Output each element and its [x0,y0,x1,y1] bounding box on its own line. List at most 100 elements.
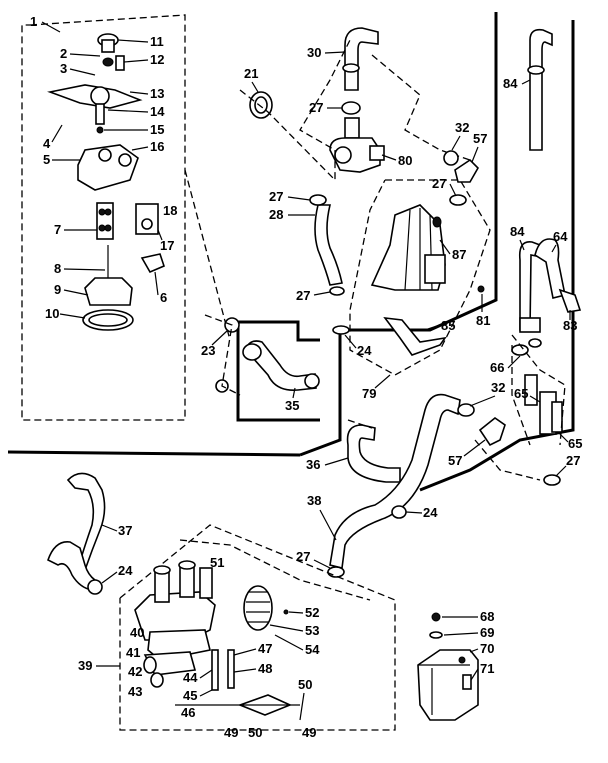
callout-27f: 27 [296,549,331,569]
svg-text:8: 8 [54,261,61,276]
callout-50b: 50 [298,677,312,721]
callout-64: 64 [551,229,568,253]
svg-text:66: 66 [490,360,504,375]
svg-text:27: 27 [432,176,446,191]
svg-text:51: 51 [210,555,224,570]
svg-text:9: 9 [54,282,61,297]
callout-27e: 27 [555,453,580,477]
svg-text:39: 39 [78,658,92,673]
callout-87: 87 [439,239,466,262]
svg-text:10: 10 [45,306,59,321]
svg-text:28: 28 [269,207,283,222]
svg-text:24: 24 [357,343,372,358]
callout-3: 3 [60,61,96,76]
svg-text:44: 44 [183,670,198,685]
svg-text:35: 35 [285,398,299,413]
svg-text:11: 11 [150,34,164,49]
callout-49b: 49 [302,725,316,740]
svg-text:2: 2 [60,46,67,61]
bracket-assembly [417,612,479,721]
svg-text:57: 57 [448,453,462,468]
callout-71: 71 [470,661,494,681]
svg-text:27: 27 [296,288,310,303]
bottom-assembly-box [119,524,396,731]
callout-8: 8 [54,261,106,276]
callout-23: 23 [201,329,229,358]
svg-text:45: 45 [183,688,197,703]
callout-65b: 65 [557,431,582,451]
center-hoses [204,314,541,578]
callout-37: 37 [101,523,132,538]
callout-40: 40 [130,625,144,640]
callout-24a: 24 [344,334,372,358]
callout-32b: 32 [469,380,505,407]
callout-68: 68 [442,609,494,624]
svg-text:15: 15 [150,122,164,137]
callout-24b: 24 [405,505,438,520]
callout-70: 70 [469,641,494,656]
callout-57a: 57 [471,131,487,163]
callout-47: 47 [233,641,272,656]
callout-7: 7 [54,222,97,237]
callout-49a: 49 [224,725,238,740]
callout-16: 16 [131,139,164,154]
callout-13: 13 [129,86,164,101]
callout-80: 80 [381,153,412,168]
svg-text:27: 27 [269,189,283,204]
callout-28: 28 [269,207,315,222]
callout-2: 2 [60,46,101,61]
callout-39: 39 [78,658,120,673]
callout-11: 11 [117,34,164,49]
svg-text:32: 32 [455,120,469,135]
callout-30: 30 [307,45,346,60]
callout-5: 5 [43,152,80,167]
callout-42: 42 [128,664,142,679]
svg-text:84: 84 [510,224,525,239]
svg-text:50: 50 [298,677,312,692]
callout-38: 38 [307,493,337,541]
svg-text:27: 27 [566,453,580,468]
svg-text:12: 12 [150,52,164,67]
valve-assembly-parts [47,33,165,331]
callout-24c: 24 [101,563,133,584]
callout-48: 48 [233,661,272,676]
svg-text:3: 3 [60,61,67,76]
callout-46: 46 [181,705,195,720]
svg-text:49: 49 [302,725,316,740]
callout-83: 83 [563,310,577,333]
svg-text:14: 14 [150,104,165,119]
svg-text:18: 18 [163,203,177,218]
callout-84b: 84 [510,224,525,251]
svg-text:4: 4 [43,136,51,151]
pump-assembly [349,150,491,376]
svg-text:71: 71 [480,661,494,676]
svg-text:87: 87 [452,247,466,262]
callout-41: 41 [126,645,140,660]
callouts: 1 2 3 4 5 6 7 8 9 10 11 12 13 14 15 16 1… [30,14,582,740]
svg-text:23: 23 [201,343,215,358]
svg-text:32: 32 [491,380,505,395]
callout-66: 66 [490,355,521,375]
callout-14: 14 [107,104,165,119]
svg-text:57: 57 [473,131,487,146]
callout-17: 17 [157,229,174,253]
callout-57b: 57 [448,439,486,468]
callout-84a: 84 [503,76,531,91]
callout-44: 44 [183,669,213,685]
svg-text:65: 65 [568,436,582,451]
svg-text:80: 80 [398,153,412,168]
callout-54: 54 [274,634,320,657]
svg-text:41: 41 [126,645,140,660]
svg-text:36: 36 [306,457,320,472]
callout-10: 10 [45,306,86,321]
callout-27d: 27 [432,176,457,197]
svg-text:79: 79 [362,386,376,401]
svg-text:84: 84 [503,76,518,91]
callout-18: 18 [163,203,177,218]
callout-35: 35 [285,387,299,413]
svg-text:48: 48 [258,661,272,676]
svg-text:54: 54 [305,642,320,657]
svg-text:16: 16 [150,139,164,154]
svg-text:40: 40 [130,625,144,640]
